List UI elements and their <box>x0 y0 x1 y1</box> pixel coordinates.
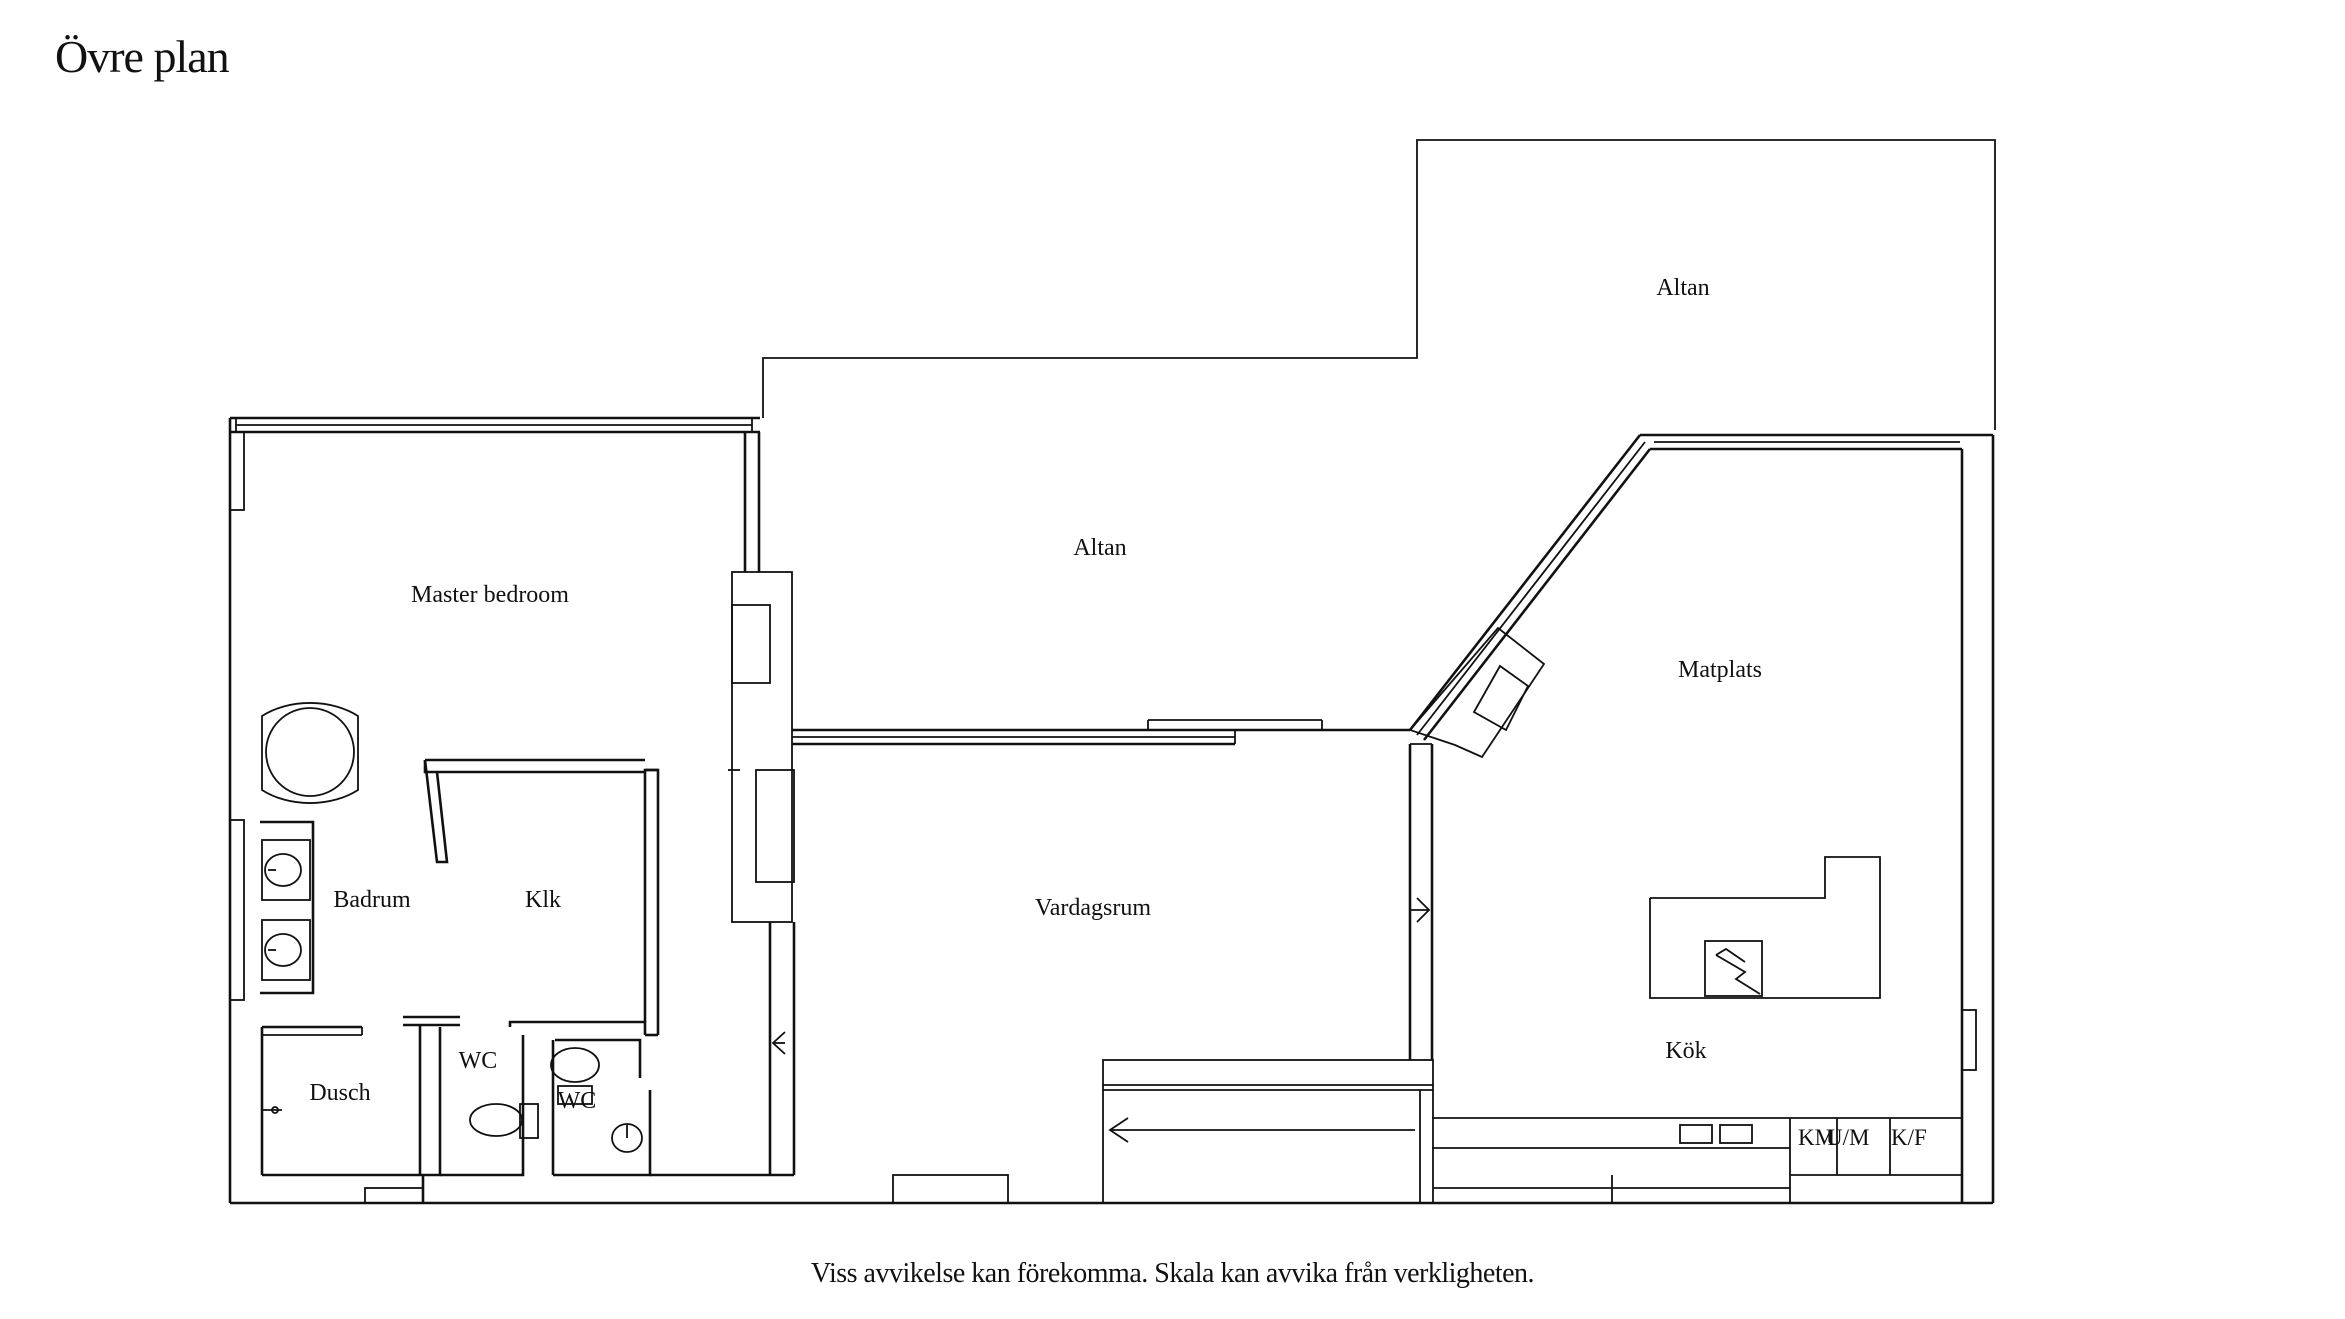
room-label-vardagsrum: Vardagsrum <box>1035 895 1151 921</box>
room-label-kok: Kök <box>1665 1038 1706 1064</box>
plan-title: Övre plan <box>55 31 230 82</box>
kitchen-counters <box>1432 1117 1962 1203</box>
staircase <box>1102 1059 1434 1204</box>
room-label-dusch: Dusch <box>309 1080 370 1106</box>
south-wall-details <box>364 1174 1790 1204</box>
appliance-label-um: U/M <box>1826 1125 1869 1150</box>
round-chair-icon <box>261 702 359 804</box>
terrace-outline <box>762 139 1996 430</box>
room-label-matplats: Matplats <box>1678 657 1762 683</box>
master-bedroom-walls <box>728 432 796 1177</box>
room-label-altan-lower: Altan <box>1073 535 1126 561</box>
room-label-klk: Klk <box>525 887 561 913</box>
disclaimer-text: Viss avvikelse kan förekomma. Skala kan … <box>810 1258 1535 1289</box>
shower-valve-icon <box>262 1106 282 1114</box>
appliance-label-kf: K/F <box>1891 1125 1927 1150</box>
vardagsrum-east-wall <box>1408 743 1434 1060</box>
bathroom-walls <box>260 758 770 1203</box>
appliance-label-km: KM <box>1798 1125 1835 1150</box>
windows <box>229 418 1977 1071</box>
room-label-altan-upper: Altan <box>1656 275 1709 301</box>
toilet-icon <box>469 1047 600 1139</box>
room-label-wc-2: WC <box>558 1088 597 1114</box>
kitchen-island <box>1649 856 1881 999</box>
room-label-master-bedroom: Master bedroom <box>411 582 569 608</box>
room-label-badrum: Badrum <box>333 887 411 913</box>
diagonal-wall <box>1408 434 1652 759</box>
vardagsrum-north-wall <box>792 719 1410 746</box>
sink-icon <box>261 839 643 1153</box>
door-arrow-icon <box>771 897 1431 1055</box>
room-label-wc-1: WC <box>459 1048 498 1074</box>
